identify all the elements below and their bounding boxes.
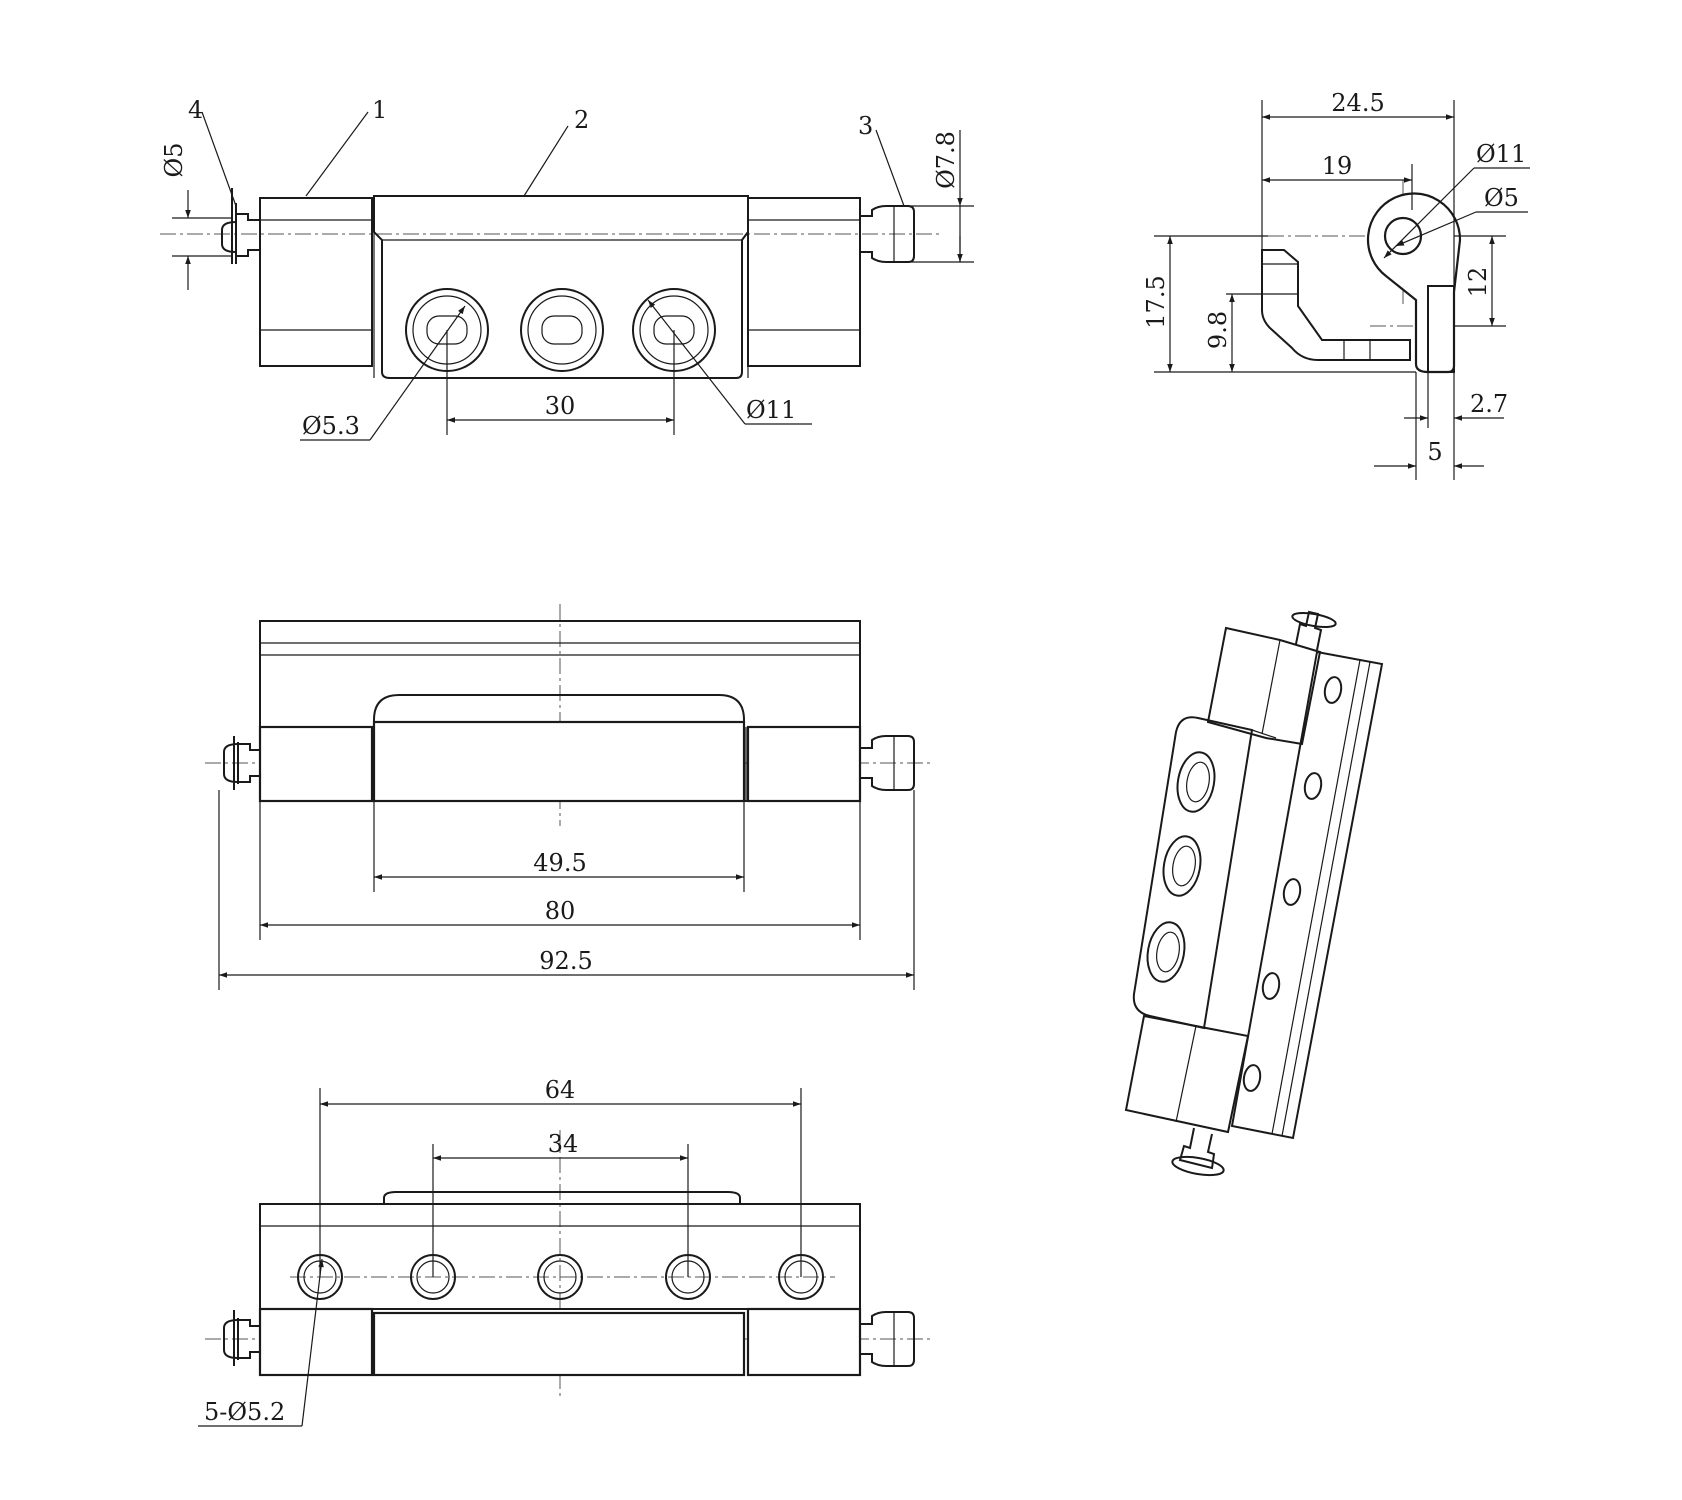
height-label: 17.5 [1142, 275, 1170, 328]
left-pin [223, 736, 260, 790]
flange-height-label: 9.8 [1204, 311, 1232, 349]
hole-dia-label: Ø5.3 [302, 412, 360, 440]
dimension-hole-spacing: 30 [446, 330, 675, 435]
callout-counterbore-dia: Ø11 [647, 299, 812, 425]
callout-hole-dia: Ø5.3 [300, 305, 466, 441]
part-number-4: 4 [188, 96, 203, 124]
callout-hole-count-dia: 5-Ø5.2 [198, 1258, 324, 1427]
inner-hole-spacing-label: 34 [548, 1130, 579, 1158]
outer-hole-spacing-label: 64 [545, 1076, 576, 1104]
iso-mounting-plate [1230, 650, 1384, 1140]
iso-lower-knuckle [1124, 1014, 1250, 1134]
iso-top-pin [1291, 610, 1337, 651]
part-number-2: 2 [574, 106, 589, 134]
dimension-pivot-offset: 19 [1262, 152, 1413, 210]
hole-spacing-label: 30 [545, 392, 576, 420]
dimension-leaf-length: 49.5 [373, 801, 745, 892]
iso-leaf-holes [1146, 751, 1216, 983]
dimension-height: 17.5 [1142, 235, 1416, 373]
knuckle-barrel [258, 1307, 862, 1377]
side-view: 24.5 19 Ø11 Ø5 17.5 9.8 [1142, 89, 1530, 480]
plate-thickness-label: 2.7 [1470, 390, 1508, 418]
overall-length-label: 92.5 [539, 947, 592, 975]
right-pin [860, 1311, 915, 1367]
left-pin [221, 188, 260, 264]
iso-upper-knuckle [1206, 626, 1322, 746]
dimension-shaft-dia: Ø7.8 [900, 130, 974, 263]
dimension-plate-thickness: 2.7 [1404, 372, 1508, 480]
callout-pin-dia: Ø5 [1395, 184, 1528, 247]
leaf-length-label: 49.5 [533, 849, 586, 877]
dimension-pin-dia: Ø5 [160, 143, 232, 290]
hinge-profile [1261, 192, 1462, 374]
body-length-label: 80 [545, 897, 576, 925]
overall-width-label: 24.5 [1331, 89, 1384, 117]
front-view: 30 Ø5 Ø7.8 Ø5.3 Ø11 [160, 96, 974, 441]
plate-depth-label: 5 [1427, 438, 1442, 466]
dimension-offset-height: 12 [1454, 235, 1506, 327]
offset-height-label: 12 [1464, 267, 1492, 298]
counterbore-dia-label: Ø11 [746, 396, 796, 424]
dimension-flange-height: 9.8 [1204, 293, 1262, 372]
pivot-offset-label: 19 [1322, 152, 1353, 180]
bottom-view: 64 34 5-Ø5.2 [198, 1076, 930, 1427]
shaft-dia-label: Ø7.8 [932, 131, 960, 189]
right-pin [860, 205, 915, 263]
leaf-edge [383, 1191, 741, 1204]
dimension-plate-depth: 5 [1374, 372, 1484, 480]
part-number-3: 3 [858, 112, 873, 140]
part-number-1: 1 [372, 96, 387, 124]
iso-leaf [1132, 716, 1277, 1037]
mounting-hole-2 [520, 288, 604, 372]
hinge-leaf [373, 195, 749, 379]
dimension-overall-width: 24.5 [1261, 89, 1455, 290]
knuckle-barrel [258, 720, 862, 803]
knuckle-dia-label: Ø11 [1476, 140, 1526, 168]
hole-callout-label: 5-Ø5.2 [204, 1398, 285, 1426]
iso-plate-holes [1242, 676, 1343, 1092]
top-view: 49.5 80 92.5 [205, 604, 930, 990]
part-number-leaders: 1 2 3 4 [188, 96, 905, 207]
dimension-overall-length: 92.5 [218, 790, 915, 990]
right-pin [860, 735, 915, 791]
dimension-body-length: 80 [259, 801, 861, 940]
dimension-outer-hole-spacing: 64 [319, 1076, 802, 1277]
isometric-view [1124, 610, 1384, 1177]
plate-hole-3 [537, 1254, 583, 1300]
pin-dia-label: Ø5 [160, 143, 188, 178]
pin-dia-label: Ø5 [1484, 184, 1519, 212]
dimension-inner-hole-spacing: 34 [432, 1130, 689, 1277]
left-pin [223, 1310, 260, 1366]
right-knuckle [747, 197, 861, 367]
left-knuckle [259, 197, 373, 367]
iso-bottom-pin [1171, 1127, 1225, 1177]
mounting-plate [259, 1203, 861, 1310]
callout-knuckle-dia: Ø11 [1383, 140, 1530, 259]
